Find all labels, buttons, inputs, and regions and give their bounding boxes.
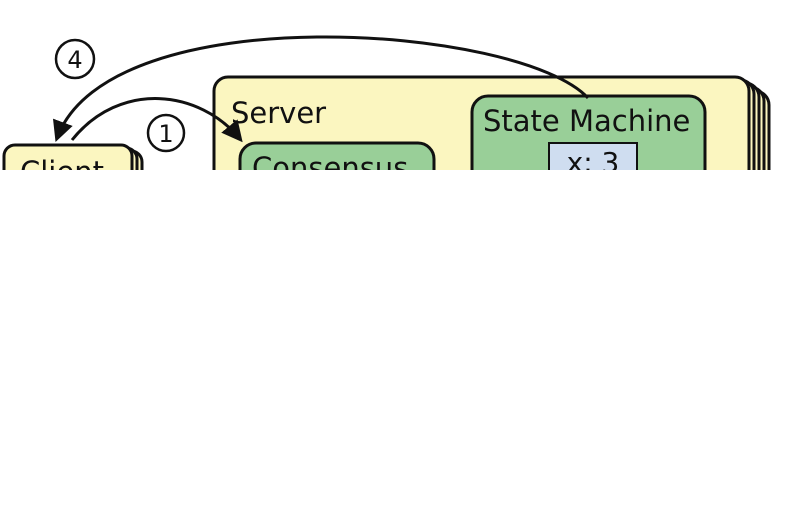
step-4-circle <box>54 38 96 80</box>
client-label: Client <box>20 155 104 189</box>
consensus-box <box>238 141 436 170</box>
state-machine-box <box>470 94 707 170</box>
state-entry-box <box>548 142 638 170</box>
response-arrow <box>53 35 590 142</box>
server-label: Server <box>231 96 326 130</box>
step-4-marker: 4 <box>54 38 96 80</box>
step-4-number: 4 <box>67 46 82 74</box>
client-box <box>2 143 134 170</box>
step-1-number: 1 <box>158 120 173 148</box>
step-1-circle <box>146 113 186 153</box>
state-entry-text: x: 3 <box>567 146 620 179</box>
state-machine-label: State Machine <box>483 104 690 138</box>
request-arrow <box>70 97 243 143</box>
step-1-marker: 1 <box>146 113 186 153</box>
consensus-label: Consensus <box>252 151 408 185</box>
